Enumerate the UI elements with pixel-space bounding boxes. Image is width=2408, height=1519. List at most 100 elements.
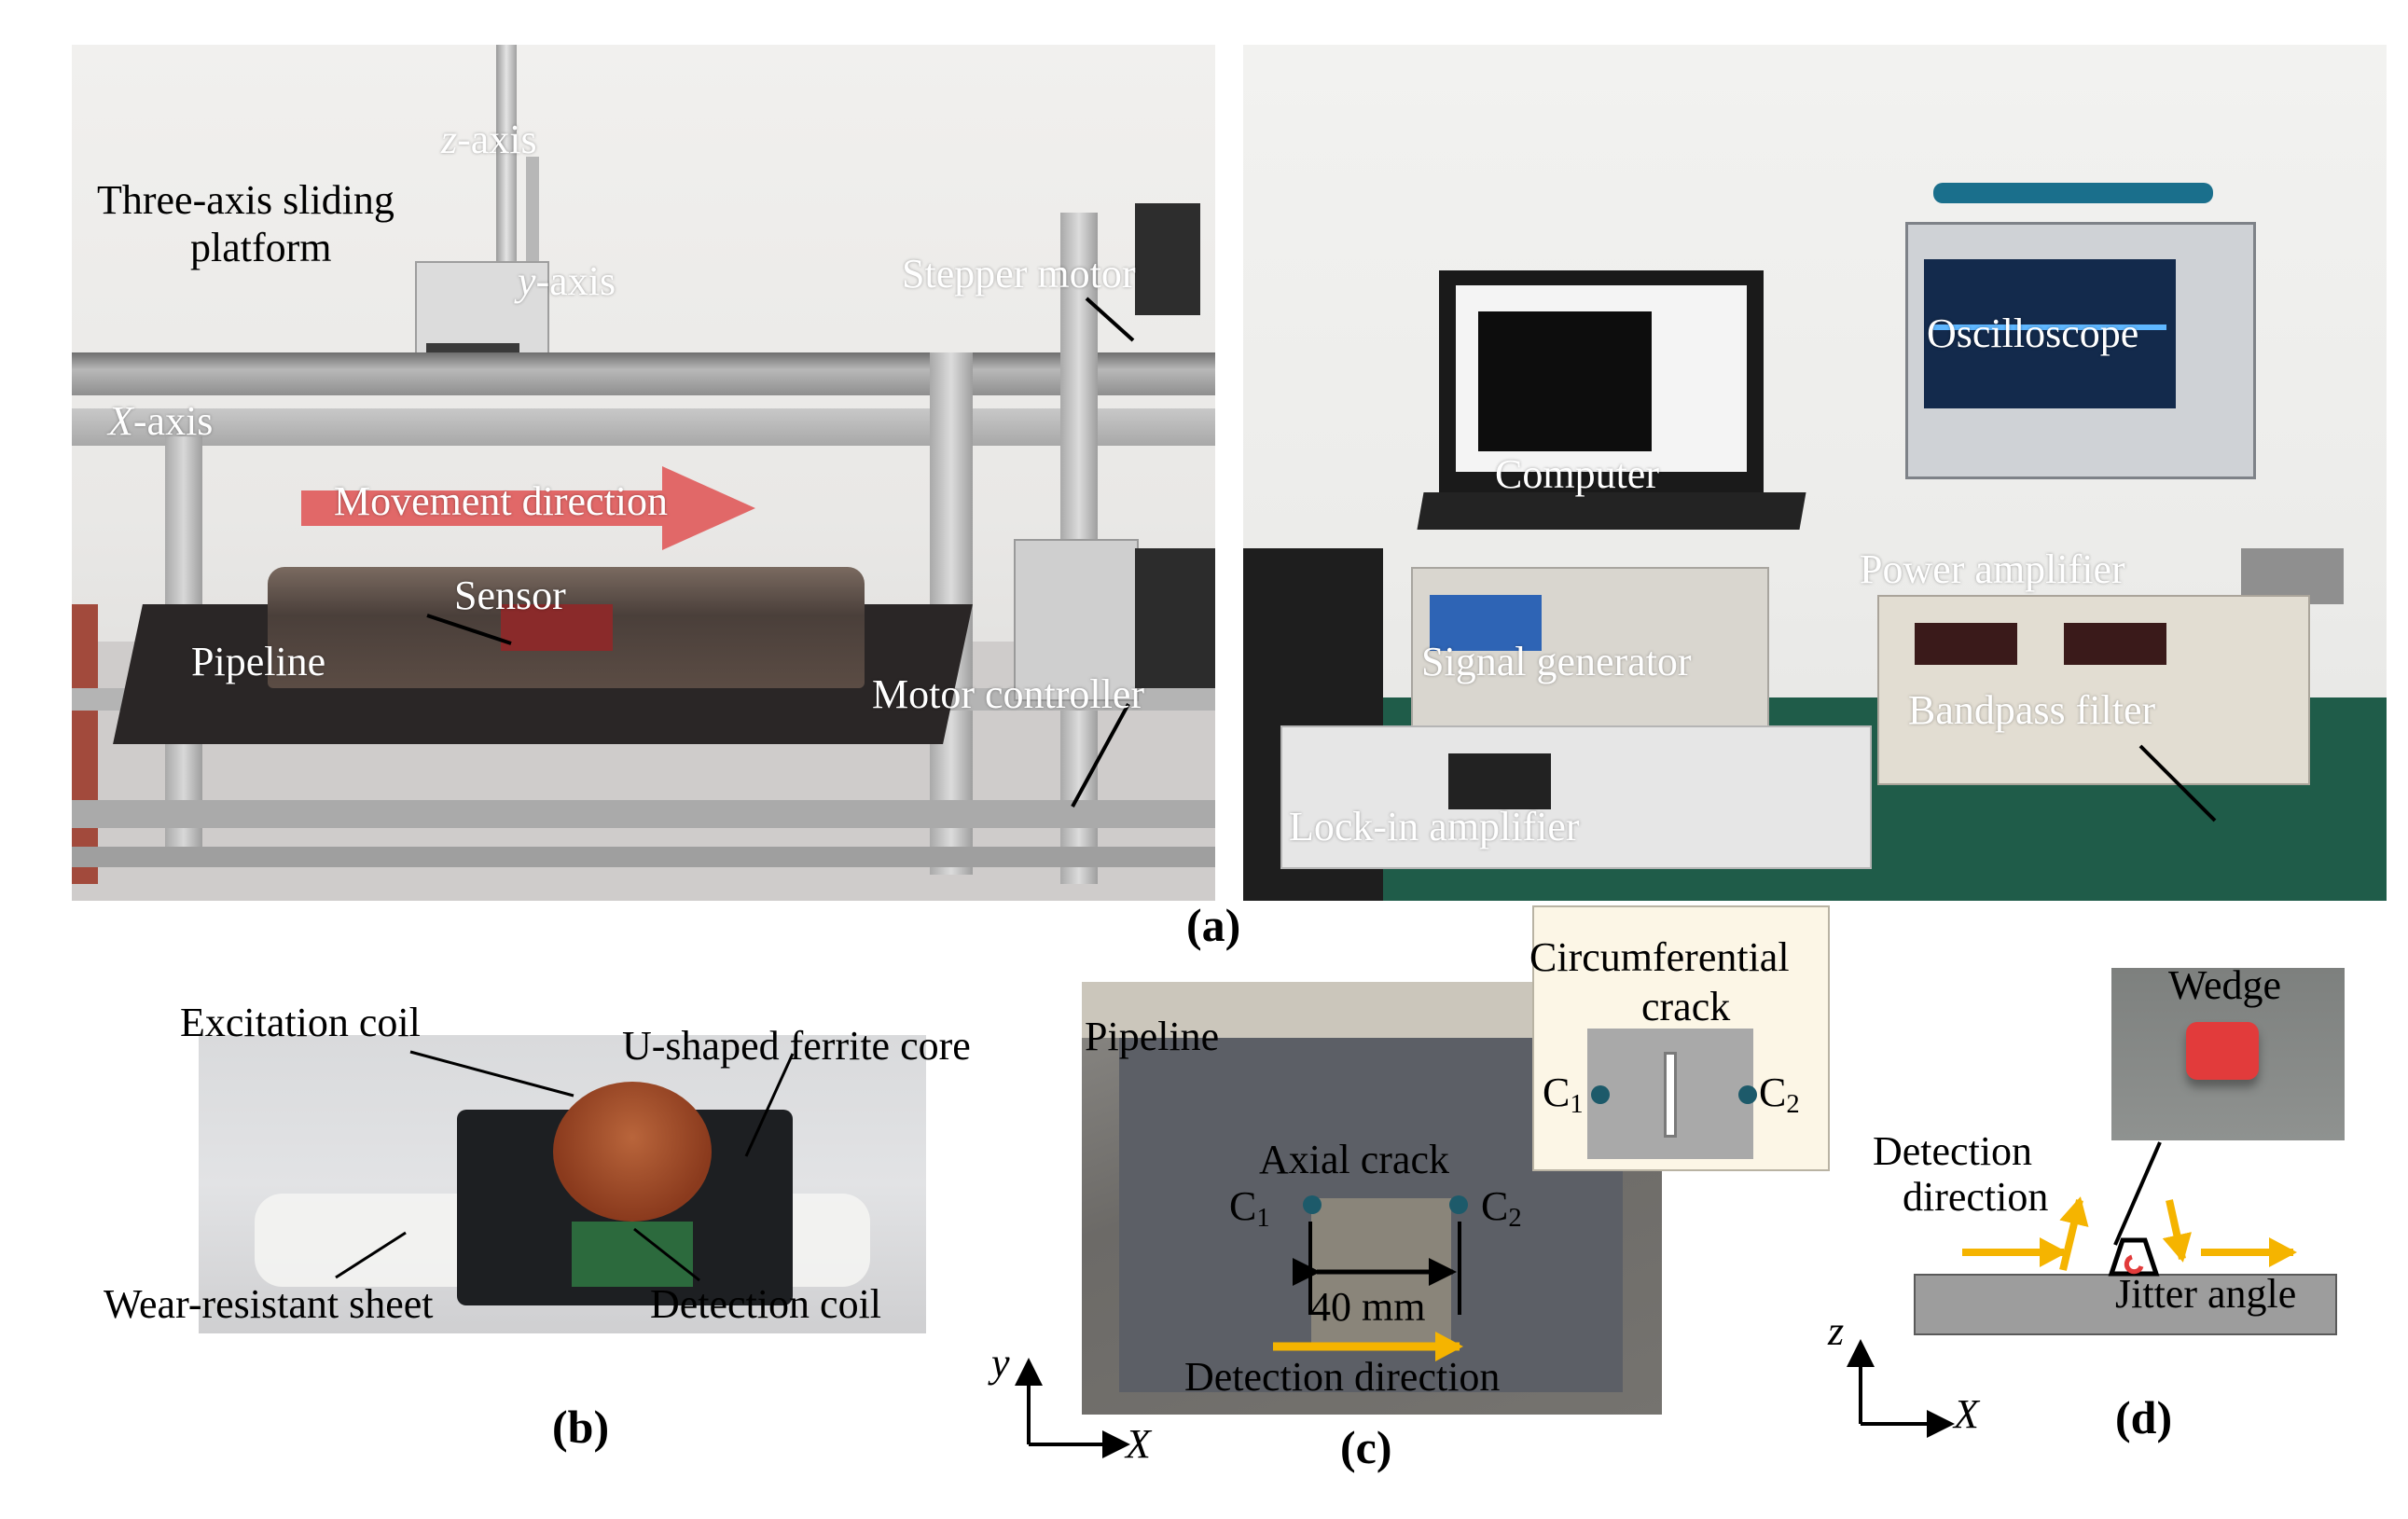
circ-c1-dot xyxy=(1591,1085,1610,1104)
motor-controller-label: Motor controller xyxy=(872,671,1145,717)
bandpass-filter-leader xyxy=(2138,744,2217,822)
x-var: X xyxy=(108,398,133,444)
sensor-label: Sensor xyxy=(454,573,566,618)
c-letter: C xyxy=(1543,1070,1571,1115)
detection-direction-label-c: Detection direction xyxy=(1184,1354,1501,1400)
distance-label: 40 mm xyxy=(1310,1284,1426,1330)
z-axis-label: z-axis xyxy=(441,119,537,160)
c-axis-x-label: X xyxy=(1126,1421,1151,1467)
d-down-arrow xyxy=(2162,1199,2192,1263)
sub-1: 1 xyxy=(1570,1090,1584,1120)
detection-label-d-2: direction xyxy=(1903,1174,2049,1220)
motor-controller-leader xyxy=(1071,703,1130,808)
wedge-outline xyxy=(2108,1237,2160,1277)
detection-coil-leader xyxy=(633,1227,700,1282)
sub-2: 2 xyxy=(1786,1090,1800,1120)
power-amplifier-label: Power amplifier xyxy=(1860,546,2125,592)
lockin-amplifier-label: Lock-in amplifier xyxy=(1289,804,1580,849)
y-axis-label: y-axis xyxy=(518,261,616,302)
x-rest: -axis xyxy=(132,398,214,444)
y-rest: -axis xyxy=(535,258,616,304)
x-axis-label: X-axis xyxy=(108,401,213,442)
circ-c2-dot xyxy=(1738,1085,1757,1104)
computer-label: Computer xyxy=(1495,451,1659,497)
oscilloscope-screen xyxy=(1924,259,2176,408)
u-shaped-core-label: U-shaped ferrite core xyxy=(622,1023,971,1069)
axial-c1-label: C1 xyxy=(1229,1186,1270,1233)
laptop-window xyxy=(1478,311,1652,451)
inset-crack xyxy=(1664,1052,1677,1138)
z-axis-column xyxy=(496,45,517,325)
three-axis-label-2: platform xyxy=(190,225,332,270)
excitation-coil-label: Excitation coil xyxy=(180,1000,421,1045)
wedge-leader xyxy=(2113,1141,2162,1246)
wedge-red-mark xyxy=(2124,1254,2144,1275)
wedge-object xyxy=(2186,1022,2259,1080)
core-leader xyxy=(744,1053,795,1157)
frame-rail xyxy=(72,800,1215,828)
lockin-unit xyxy=(1280,725,1872,869)
motor-controller-unit xyxy=(1135,548,1215,688)
circumferential-label-1: Circumferential xyxy=(1529,934,1790,980)
detection-coil-board xyxy=(572,1222,693,1287)
wear-sheet-leader xyxy=(335,1231,407,1279)
oscilloscope-trace xyxy=(1933,325,2166,330)
photo-wedge xyxy=(2111,968,2345,1140)
d-jitter-up-arrow xyxy=(2059,1196,2089,1271)
stepper-motor-leader xyxy=(1085,297,1135,342)
jitter-angle-label: Jitter angle xyxy=(2115,1271,2297,1317)
sg-display xyxy=(1430,595,1542,651)
bpf-display-2 xyxy=(2064,623,2166,665)
caption-c: (c) xyxy=(1340,1421,1392,1473)
z-var: z xyxy=(441,117,458,162)
bandpass-filter-label: Bandpass filter xyxy=(1908,687,2156,733)
excitation-coil-leader xyxy=(409,1050,574,1098)
signal-generator-label: Signal generator xyxy=(1421,639,1692,684)
wedge-label: Wedge xyxy=(2168,962,2282,1008)
circumferential-label-2: crack xyxy=(1641,984,1731,1029)
x-axis-rail xyxy=(72,352,1215,395)
excitation-coil-body xyxy=(553,1082,712,1222)
bpf-display-1 xyxy=(1915,623,2017,665)
sub-1: 1 xyxy=(1256,1204,1270,1234)
movement-direction-arrow xyxy=(301,466,755,550)
lockin-display xyxy=(1448,753,1551,809)
circ-c1-label: C1 xyxy=(1543,1072,1584,1119)
z-rest: -axis xyxy=(457,117,537,162)
caption-d: (d) xyxy=(2115,1391,2173,1443)
photo-sensor xyxy=(199,1035,926,1333)
photo-test-rig xyxy=(72,45,1215,901)
pipeline-label-c: Pipeline xyxy=(1085,1014,1220,1059)
power-supply xyxy=(1014,539,1139,701)
axial-c2-dot xyxy=(1449,1195,1468,1214)
sensor-leader xyxy=(426,614,512,645)
movement-direction-label: Movement direction xyxy=(334,478,669,524)
detection-coil-label: Detection coil xyxy=(650,1281,882,1327)
photo-instruments xyxy=(1243,45,2387,901)
axial-c2-label: C2 xyxy=(1481,1186,1522,1233)
c-letter: C xyxy=(1759,1070,1787,1115)
caption-a: (a) xyxy=(1186,899,1241,951)
frame-rail xyxy=(72,847,1215,867)
c-letter: C xyxy=(1229,1183,1257,1229)
stepper-motor-label: Stepper motor xyxy=(902,251,1136,297)
sub-2: 2 xyxy=(1508,1204,1522,1234)
x-axis-rail-lower xyxy=(72,408,1215,446)
c-axis-y-label: y xyxy=(991,1340,1010,1386)
caption-b: (b) xyxy=(552,1401,610,1453)
oscilloscope-label: Oscilloscope xyxy=(1927,311,2139,356)
circ-c2-label: C2 xyxy=(1759,1072,1800,1119)
oscilloscope-handle xyxy=(1933,183,2213,203)
y-var: y xyxy=(518,258,536,304)
pipeline-label-a: Pipeline xyxy=(191,639,326,684)
sensor-body xyxy=(501,604,613,651)
axial-c1-dot xyxy=(1303,1195,1322,1214)
three-axis-label-1: Three-axis sliding xyxy=(97,177,394,223)
d-axis-z-label: z xyxy=(1828,1308,1845,1354)
wear-resistant-sheet-label: Wear-resistant sheet xyxy=(104,1281,434,1327)
base-plate xyxy=(1914,1274,2337,1335)
detection-label-d-1: Detection xyxy=(1873,1128,2033,1174)
axial-crack-label: Axial crack xyxy=(1259,1137,1449,1182)
d-axis-x-label: X xyxy=(1954,1391,1979,1437)
